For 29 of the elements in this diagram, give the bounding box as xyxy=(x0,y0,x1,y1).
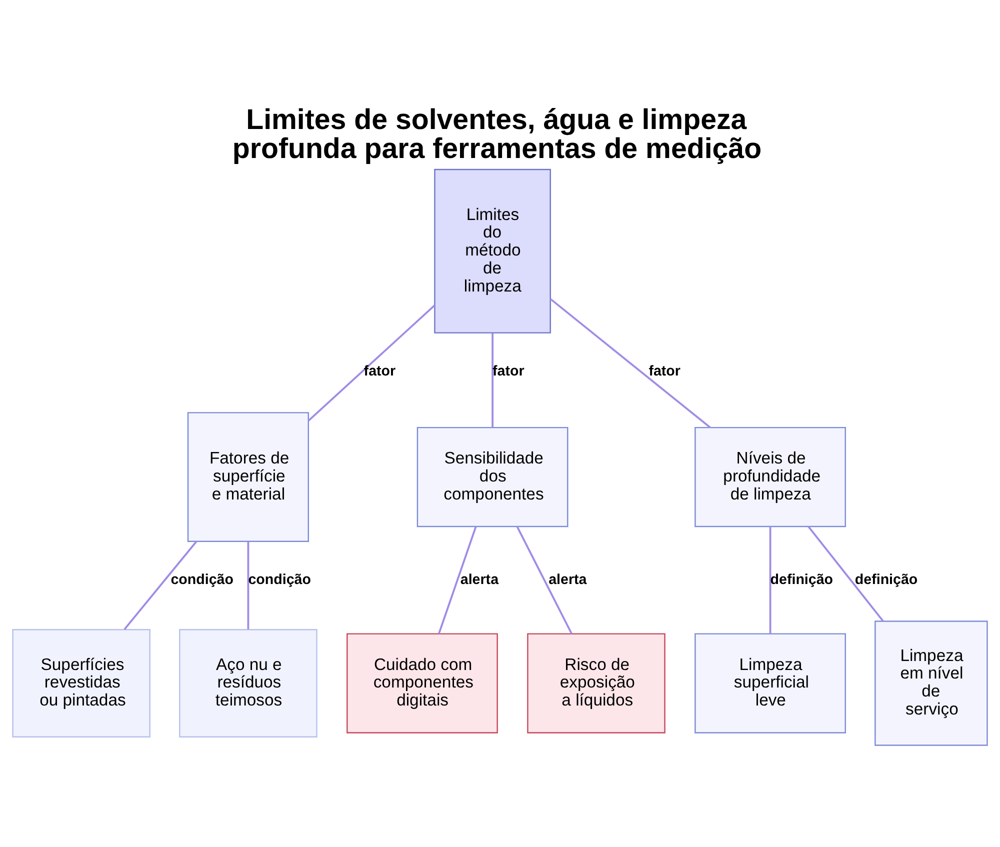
connector xyxy=(516,526,573,634)
connector xyxy=(308,304,436,421)
node-box: Sensibilidade dos componentes xyxy=(416,426,568,527)
edge-label: alerta xyxy=(548,571,587,588)
node-box: Aço nu e resíduos teimosos xyxy=(179,628,318,737)
connector xyxy=(247,541,250,629)
edge-label: condição xyxy=(248,571,311,588)
edge-label: definição xyxy=(854,571,918,588)
node-box: Limpeza em nível de serviço xyxy=(874,620,988,746)
node-box: Limpeza superficial leve xyxy=(694,632,846,733)
connector xyxy=(438,526,477,634)
edge-label: fator xyxy=(492,362,524,379)
edge-label: fator xyxy=(648,362,680,379)
node-box: Limites do método de limpeza xyxy=(434,168,551,333)
connector xyxy=(124,540,198,630)
edge-label: condição xyxy=(170,571,234,588)
connector xyxy=(492,332,494,427)
diagram-title: Limites de solventes, água e limpeza profunda para ferramentas de medição xyxy=(232,104,762,164)
node-box: Cuidado com componentes digitais xyxy=(346,632,498,733)
connector xyxy=(769,526,772,634)
node-box: Risco de exposição a líquidos xyxy=(527,632,666,733)
connector xyxy=(550,298,711,428)
edge-label: definição xyxy=(770,571,834,588)
connector xyxy=(808,525,884,622)
edge-label: fator xyxy=(364,362,396,379)
node-box: Fatores de superfície e material xyxy=(187,412,309,542)
edge-label: alerta xyxy=(460,571,499,588)
node-box: Superfícies revestidas ou pintadas xyxy=(12,628,150,737)
node-box: Níveis de profundidade de limpeza xyxy=(694,426,846,527)
